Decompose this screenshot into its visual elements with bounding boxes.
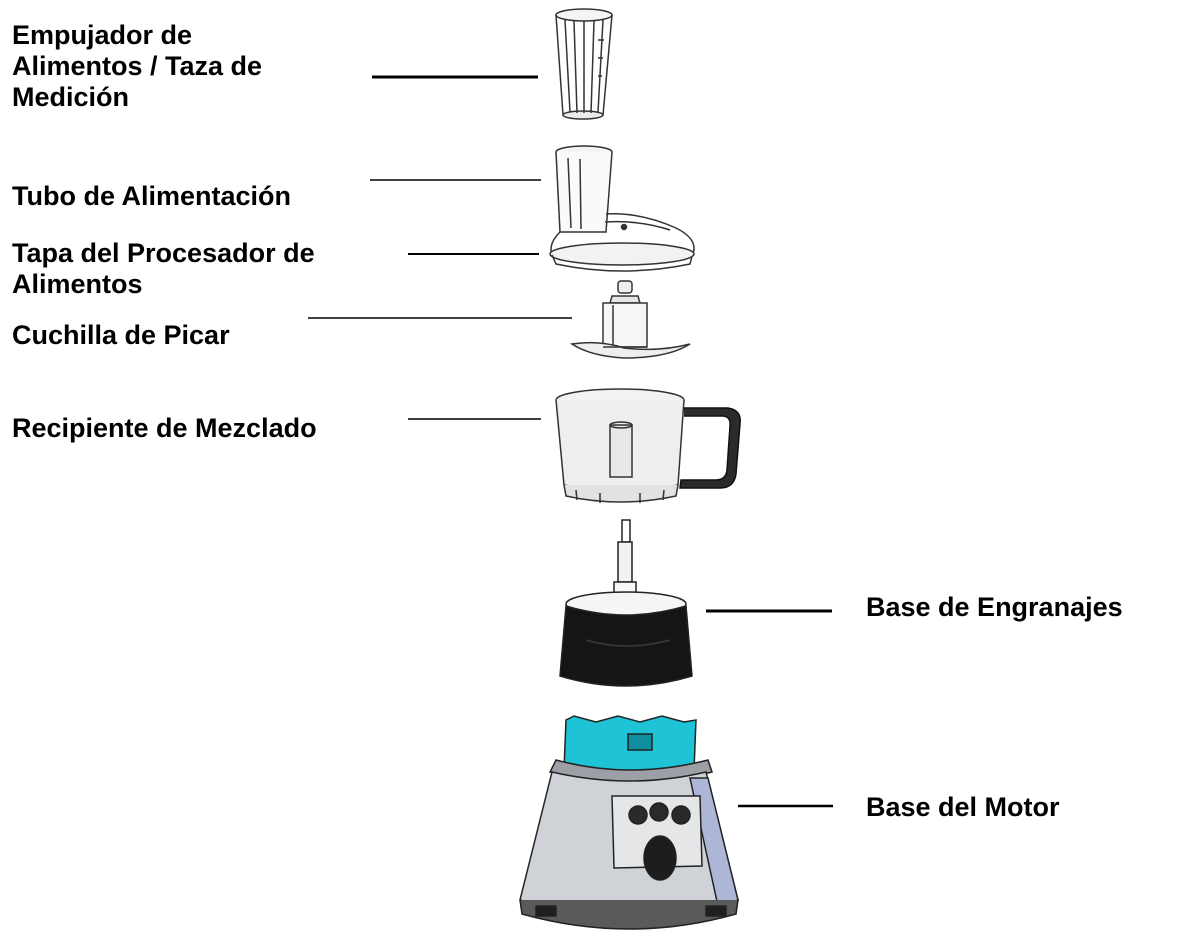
label-feed-tube: Tubo de Alimentación xyxy=(12,181,292,211)
chopping-blade-part xyxy=(569,280,691,359)
label-motor-base: Base del Motor xyxy=(866,792,1060,822)
lid-and-feed-tube-part xyxy=(549,145,695,272)
label-pusher-line-3: Medición xyxy=(12,82,130,112)
label-gear-base: Base de Engranajes xyxy=(866,592,1123,622)
label-pusher-line-1: Empujador de xyxy=(12,20,193,50)
mixing-bowl-part xyxy=(555,388,741,503)
gear-base-part xyxy=(559,519,693,687)
food-pusher-part xyxy=(555,8,613,120)
label-lid-line-1: Tapa del Procesador de xyxy=(12,238,315,268)
label-lid: Tapa del Procesador de Alimentos xyxy=(12,238,315,300)
label-lid-line-2: Alimentos xyxy=(12,269,143,299)
label-blade: Cuchilla de Picar xyxy=(12,320,230,350)
motor-base-part xyxy=(519,715,739,930)
label-pusher-line-2: Alimentos / Taza de xyxy=(12,51,263,81)
label-bowl: Recipiente de Mezclado xyxy=(12,413,317,443)
label-pusher: Empujador de Alimentos / Taza de Medició… xyxy=(12,20,262,113)
